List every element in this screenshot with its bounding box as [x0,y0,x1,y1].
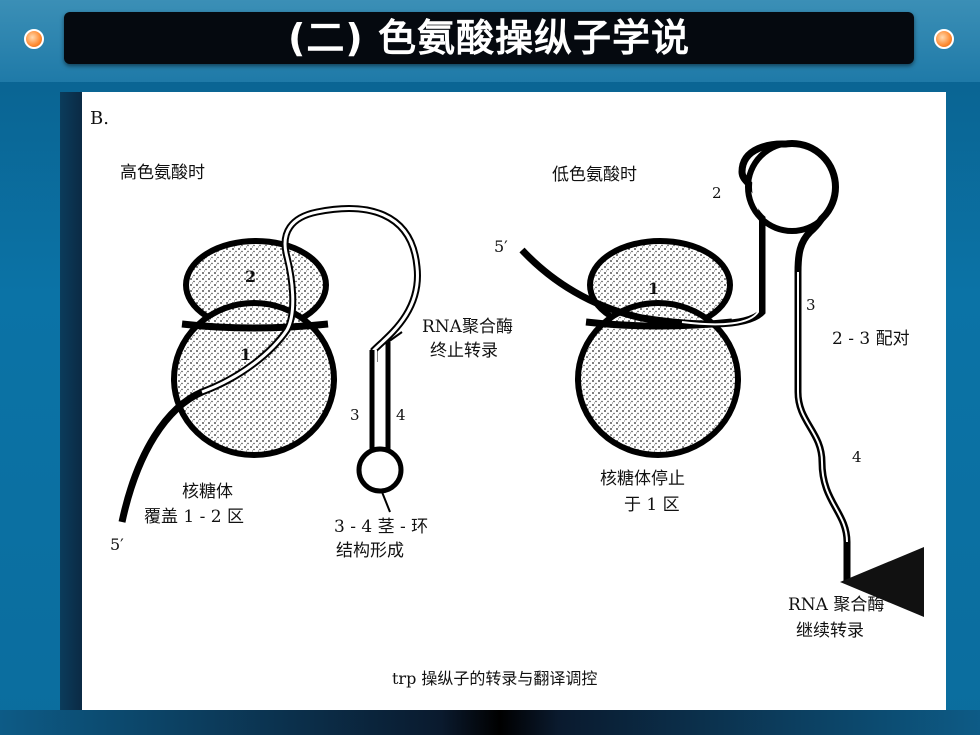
left-decor-strip [60,92,82,710]
left-mrna-inner [201,207,419,394]
right-five-prime: 5′ [494,237,508,256]
left-five-prime: 5′ [110,535,124,554]
right-ribosome-large-subunit [575,300,741,458]
right-condition-label: 低色氨酸时 [552,165,637,185]
slide-title: (二) 色氨酸操纵子学说 [288,16,690,60]
footer-band [0,710,980,735]
left-hairpin-loop [356,446,404,494]
left-terminator-label-2: 终止转录 [430,341,498,361]
right-bullet-icon [934,29,954,49]
right-pairing-label: 2 - 3 配对 [832,329,910,349]
panel-letter: B. [90,108,109,129]
figure-caption: trp 操纵子的转录与翻译调控 [392,669,597,688]
right-continue-label-1: RNA 聚合酶 [788,595,884,615]
right-hairpin-loop [745,140,839,234]
left-region-1: 1 [240,345,251,364]
figure-svg: B. 高色氨酸时 2 1 3 4 5′ RNA聚合酶 终止转录 3 - 4 茎 … [90,108,924,688]
left-ribosome-seam [181,320,329,332]
right-continue-label-2: 继续转录 [796,621,864,641]
left-region-3: 3 [350,406,360,424]
left-region-4: 4 [396,406,406,424]
left-ribosome-large-subunit [171,300,337,458]
right-region-3: 3 [806,296,816,314]
left-stemloop-label-2: 结构形成 [336,541,404,561]
left-ribosome-label-1: 核糖体 [182,482,233,502]
right-region-4: 4 [852,448,862,466]
left-bullet-icon [24,29,44,49]
right-ribosome-label-1: 核糖体停止 [600,469,685,489]
left-ribosome-label-2: 覆盖 1 - 2 区 [144,507,244,527]
title-bar [64,12,914,64]
trp-attenuation-figure: B. 高色氨酸时 2 1 3 4 5′ RNA聚合酶 终止转录 3 - 4 茎 … [82,92,946,710]
left-region-2: 2 [245,267,256,286]
left-terminator-label-1: RNA聚合酶 [422,317,513,337]
left-stemloop-label-1: 3 - 4 茎 - 环 [334,517,428,537]
left-condition-label: 高色氨酸时 [120,163,205,183]
right-region-2: 2 [712,184,722,202]
right-ribosome-label-2: 于 1 区 [624,495,680,515]
right-region-1: 1 [648,279,659,298]
right-mrna-inner [681,217,759,326]
